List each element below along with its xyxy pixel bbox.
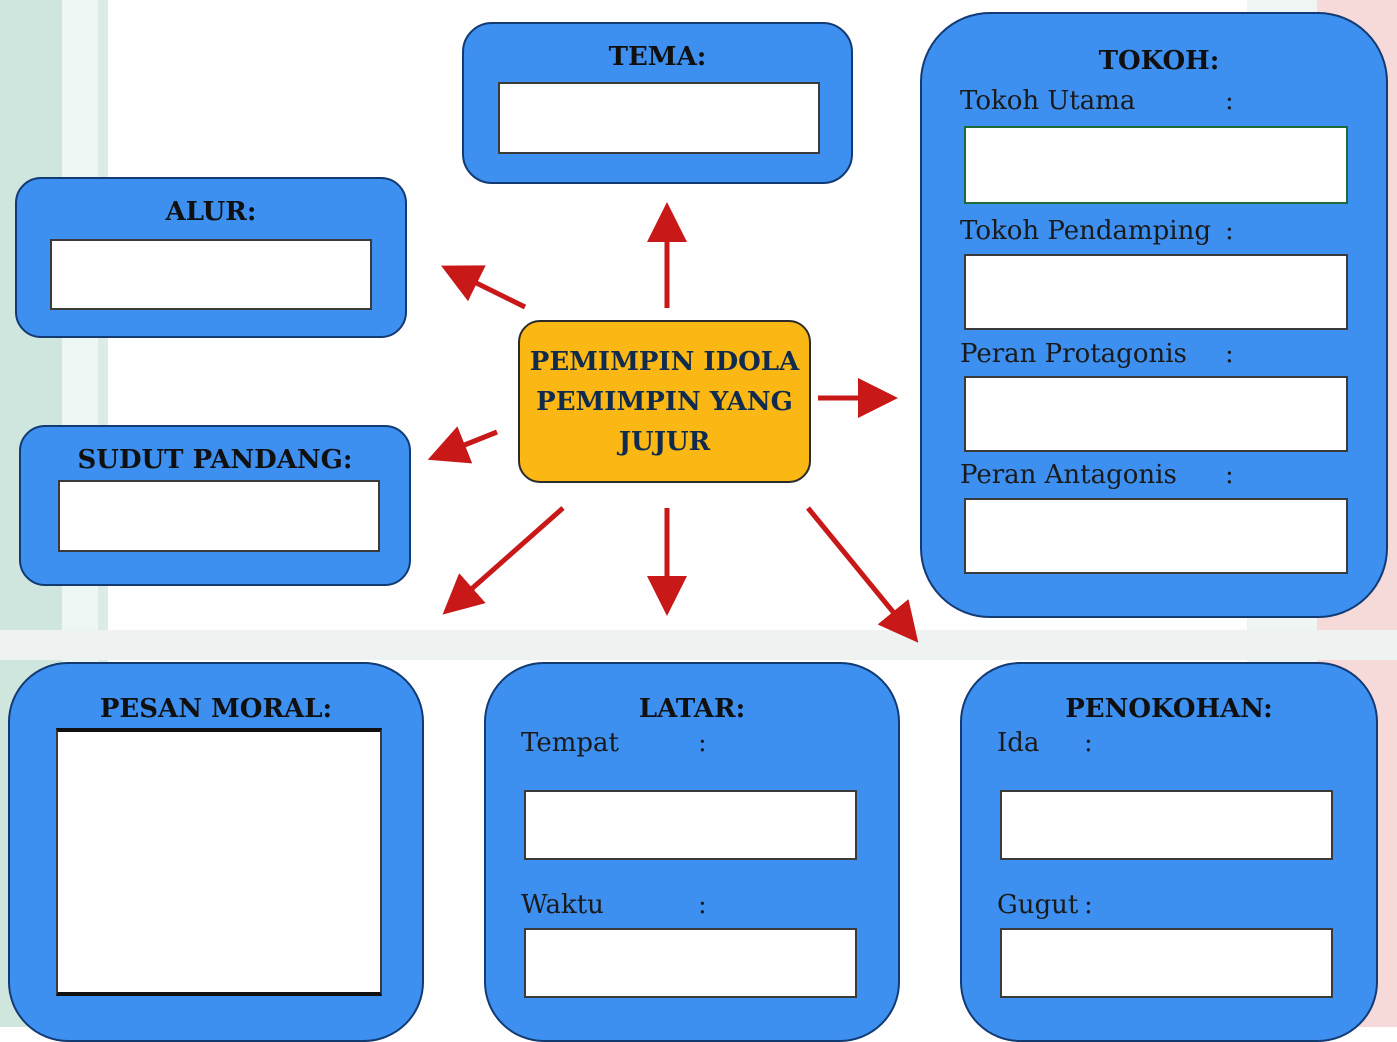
latar-tempat-input[interactable] — [524, 790, 857, 860]
penokohan-gugut-input[interactable] — [1000, 928, 1333, 998]
tokoh-pendamping-input[interactable] — [964, 254, 1348, 330]
alur-box: ALUR: — [15, 177, 407, 338]
latar-waktu-colon: : — [698, 890, 707, 920]
main-topic-line-2: PEMIMPIN YANG — [536, 386, 793, 417]
tokoh-utama-colon: : — [1225, 86, 1234, 116]
tokoh-box: TOKOH: Tokoh Utama : Tokoh Pendamping : … — [920, 12, 1388, 618]
tokoh-title: TOKOH: — [1098, 46, 1220, 76]
pesan-moral-title: PESAN MORAL: — [99, 694, 333, 724]
tokoh-utama-label: Tokoh Utama — [960, 86, 1136, 116]
latar-tempat-label: Tempat — [521, 728, 619, 758]
latar-tempat-colon: : — [698, 728, 707, 758]
arrow-to-penokohan — [806, 506, 919, 643]
sudut-pandang-title: SUDUT PANDANG: — [77, 445, 353, 475]
penokohan-ida-input[interactable] — [1000, 790, 1333, 860]
tokoh-utama-input[interactable] — [964, 126, 1348, 204]
peran-antagonis-colon: : — [1225, 460, 1234, 490]
penokohan-ida-colon: : — [1084, 728, 1093, 758]
tema-input[interactable] — [498, 82, 820, 154]
penokohan-gugut-label: Gugut — [997, 890, 1079, 920]
alur-title: ALUR: — [165, 197, 257, 227]
tokoh-pendamping-colon: : — [1225, 216, 1234, 246]
main-topic-line-1: PEMIMPIN IDOLA — [529, 346, 800, 377]
peran-antagonis-label: Peran Antagonis — [960, 460, 1177, 490]
penokohan-ida-label: Ida — [997, 728, 1040, 758]
latar-box: LATAR: Tempat : Waktu : — [484, 662, 900, 1042]
peran-protagonis-input[interactable] — [964, 376, 1348, 452]
main-topic-node: PEMIMPIN IDOLA PEMIMPIN YANG JUJUR — [518, 320, 811, 483]
peran-antagonis-input[interactable] — [964, 498, 1348, 574]
pesan-moral-box: PESAN MORAL: — [8, 662, 424, 1042]
latar-waktu-input[interactable] — [524, 928, 857, 998]
main-topic-line-3: JUJUR — [618, 426, 711, 457]
pesan-moral-input[interactable] — [56, 728, 382, 996]
latar-waktu-label: Waktu — [521, 890, 604, 920]
penokohan-title: PENOKOHAN: — [1065, 694, 1273, 724]
sudut-pandang-box: SUDUT PANDANG: — [19, 425, 411, 586]
sudut-pandang-input[interactable] — [58, 480, 380, 552]
latar-title: LATAR: — [638, 694, 746, 724]
penokohan-box: PENOKOHAN: Ida : Gugut : — [960, 662, 1378, 1042]
tokoh-pendamping-label: Tokoh Pendamping — [960, 216, 1211, 246]
arrow-to-alur — [441, 265, 527, 310]
tema-box: TEMA: — [462, 22, 853, 184]
penokohan-gugut-colon: : — [1084, 890, 1093, 920]
peran-protagonis-label: Peran Protagonis — [960, 339, 1187, 369]
alur-input[interactable] — [50, 239, 372, 310]
arrow-to-sudut-pandang — [427, 426, 498, 464]
peran-protagonis-colon: : — [1225, 339, 1234, 369]
background-bottom-band — [0, 630, 1397, 660]
tema-title: TEMA: — [608, 42, 707, 72]
arrow-to-pesan-moral — [442, 506, 565, 615]
